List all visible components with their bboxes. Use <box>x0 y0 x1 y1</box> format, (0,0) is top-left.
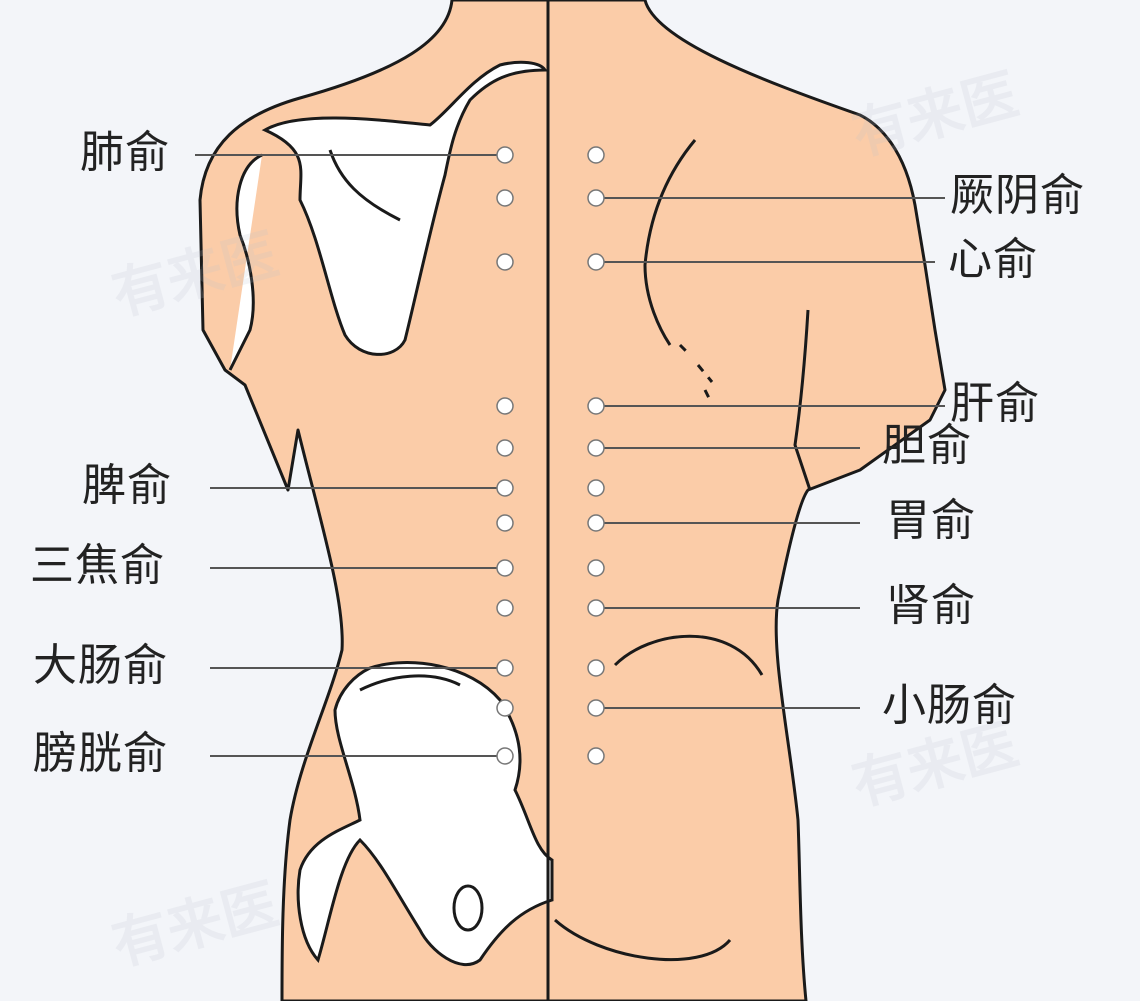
right-acupoint <box>587 514 605 532</box>
left-acupoint <box>496 599 514 617</box>
scapula-bone <box>228 60 548 371</box>
right-acupoint <box>587 146 605 164</box>
acupoint-label: 肝俞 <box>950 378 1040 429</box>
left-acupoint <box>496 659 514 677</box>
left-acupoint <box>496 146 514 164</box>
right-acupoint <box>587 479 605 497</box>
right-acupoint <box>587 253 605 271</box>
acupoint-label: 脾俞 <box>82 460 172 511</box>
left-acupoint <box>496 397 514 415</box>
leader-lines <box>195 154 945 757</box>
pelvis-bone <box>296 661 554 967</box>
acupoint-label: 肾俞 <box>886 580 976 631</box>
acupoint-label: 肺俞 <box>80 127 170 178</box>
left-acupoint <box>496 559 514 577</box>
left-acupoint <box>496 439 514 457</box>
acupoint-label: 小肠俞 <box>882 680 1017 731</box>
right-acupoint <box>587 659 605 677</box>
right-acupoint <box>587 439 605 457</box>
left-acupoint <box>496 699 514 717</box>
right-acupoint <box>587 747 605 765</box>
right-acupoint <box>587 189 605 207</box>
left-acupoint <box>496 514 514 532</box>
right-acupoint <box>587 559 605 577</box>
acupoint-label: 膀胱俞 <box>33 728 168 779</box>
acupoint-label: 心俞 <box>948 234 1038 285</box>
acupoint-label: 三焦俞 <box>30 540 165 591</box>
left-acupoint <box>496 253 514 271</box>
left-acupoint <box>496 189 514 207</box>
left-acupoint <box>496 479 514 497</box>
acupoint-label: 厥阴俞 <box>950 170 1085 221</box>
wrinkles <box>554 139 812 962</box>
right-acupoint <box>587 599 605 617</box>
acupoint-label: 大肠俞 <box>33 640 168 691</box>
acupoint-label: 胆俞 <box>882 420 972 471</box>
acupoints <box>496 146 605 765</box>
acupoint-label: 胃俞 <box>886 495 976 546</box>
left-acupoint <box>496 747 514 765</box>
right-acupoint <box>587 699 605 717</box>
right-acupoint <box>587 397 605 415</box>
